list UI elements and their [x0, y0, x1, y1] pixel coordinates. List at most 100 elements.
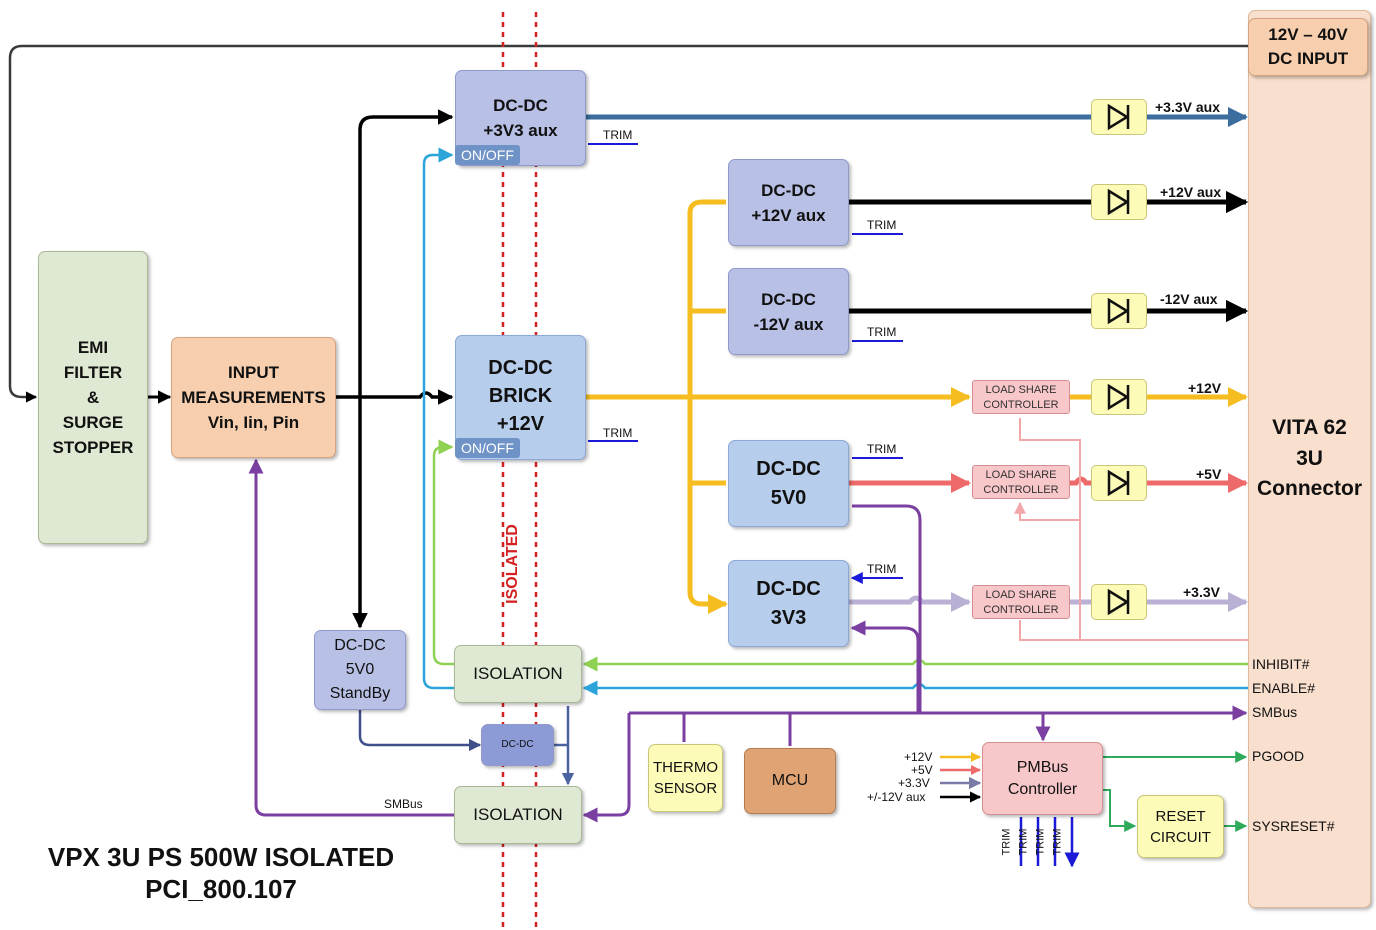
rail-3v3-a: [849, 592, 971, 612]
dcdc-3v3aux-line-2: +3V3 aux: [483, 121, 558, 140]
load-share-5v: LOAD SHARE CONTROLLER: [972, 465, 1070, 499]
thermo-line-2: SENSOR: [653, 780, 718, 797]
diode-5v: [1091, 465, 1147, 501]
pmbus-in-3v3: +3.3V: [898, 776, 930, 790]
on-off-aux: ON/OFF: [455, 145, 520, 165]
trim-arrows: [588, 143, 903, 578]
dcdc-brick-line-3: +12V: [496, 413, 545, 435]
dcdc-3v3-line-1: DC-DC: [756, 577, 821, 600]
label-3v3aux: +3.3V aux: [1155, 99, 1220, 115]
input-meas-line-1: INPUT: [228, 363, 279, 382]
dcdc-m12vaux-line-1: DC-DC: [761, 289, 816, 309]
label-3v3: +3.3V: [1183, 584, 1220, 600]
enable-to-aux: [422, 147, 454, 690]
load-share-12v-line-1: LOAD SHARE: [985, 384, 1057, 396]
mcu-block: MCU: [744, 748, 836, 814]
trim-label-5v0: TRIM: [867, 442, 897, 456]
dcdc-small-block: DC-DC: [481, 724, 554, 766]
dcdc-12vaux-line-2: +12V aux: [751, 205, 826, 225]
trim-label-brick: TRIM: [603, 426, 633, 440]
load-share-5v-line-2: CONTROLLER: [983, 484, 1059, 496]
emi-line-5: STOPPER: [52, 438, 134, 457]
pmbus-controller-block: PMBus Controller: [982, 742, 1103, 815]
thermo-sensor-block: THERMO SENSOR: [648, 744, 723, 812]
pmbus-trim-1: TRIM: [1000, 828, 1013, 856]
trim-label-aux: TRIM: [603, 128, 633, 142]
load-share-3v3-line-1: LOAD SHARE: [985, 589, 1057, 601]
emi-line-4: SURGE: [62, 413, 124, 432]
vita-line-1: VITA 62: [1272, 415, 1347, 439]
dcdc-standby-line-1: DC-DC: [334, 637, 386, 654]
smbus-taps: [682, 713, 1043, 746]
dcdc-brick-line-2: BRICK: [488, 385, 553, 407]
pmbus-in-aux: +/-12V aux: [867, 790, 926, 804]
load-share-5v-line-1: LOAD SHARE: [985, 469, 1057, 481]
footer-title: VPX 3U PS 500W ISOLATED: [47, 842, 395, 872]
dc-input-line-1: 12V – 40V: [1268, 25, 1348, 45]
vita-line-3: Connector: [1257, 477, 1362, 501]
dc-input-line-2: DC INPUT: [1267, 48, 1349, 68]
thermo-line-1: THERMO: [653, 759, 718, 776]
diode-m12vaux: [1091, 293, 1147, 329]
reset-line-2: CIRCUIT: [1150, 828, 1211, 846]
signal-sysreset: SYSRESET#: [1252, 818, 1335, 834]
smbus-left: [248, 458, 454, 817]
standby-to-dcdc: [358, 710, 482, 752]
pmbus-trim-3: TRIM: [1034, 828, 1047, 856]
pmbus-inputs: [940, 756, 980, 798]
label-m12vaux: -12V aux: [1160, 291, 1218, 307]
pmbus-line-1: PMBus: [1016, 758, 1069, 776]
pmbus-in-5v: +5V: [911, 763, 933, 777]
footer-code: PCI_800.107: [145, 874, 297, 904]
trim-label-12vaux: TRIM: [867, 218, 897, 232]
dcdc-small-label: DC-DC: [501, 739, 534, 751]
dcdc-5v0-line-1: DC-DC: [756, 457, 821, 480]
trim-label-m12vaux: TRIM: [867, 325, 897, 339]
input-meas-line-3: Vin, Iin, Pin: [207, 413, 300, 432]
input-measurements-block: INPUT MEASUREMENTS Vin, Iin, Pin: [171, 337, 336, 458]
dc-input-block: 12V – 40V DC INPUT: [1248, 18, 1368, 76]
mcu-label: MCU: [771, 771, 809, 789]
on-off-brick: ON/OFF: [455, 438, 520, 458]
input-meas-line-2: MEASUREMENTS: [181, 388, 326, 407]
emi-line-1: EMI: [77, 338, 109, 357]
pmbus-to-reset: [1103, 789, 1137, 832]
inhibit-to-brick: [432, 439, 454, 666]
smbus-5v0-3v3: [852, 504, 922, 713]
emi-line-3: &: [86, 388, 100, 407]
dcdc-m12vaux-line-2: -12V aux: [753, 314, 824, 334]
pmbus-in-12v: +12V: [904, 750, 933, 764]
pmbus-trim-4: TRIM: [1051, 828, 1064, 856]
signal-enable: ENABLE#: [1252, 680, 1316, 696]
dcdc-3v3-block: DC-DC 3V3: [728, 560, 849, 647]
load-share-12v-line-2: CONTROLLER: [983, 399, 1059, 411]
diode-3v3aux: [1091, 99, 1147, 135]
diode-3v3: [1091, 584, 1147, 620]
pmbus-trim-2: TRIM: [1017, 828, 1030, 856]
diode-12v: [1091, 379, 1147, 415]
signal-smbus: SMBus: [1252, 704, 1298, 720]
dcdc-12vaux-line-1: DC-DC: [761, 180, 816, 200]
emi-line-2: FILTER: [63, 363, 123, 382]
dcdc-standby-line-3: StandBy: [329, 685, 391, 702]
smbus-left-label: SMBus: [384, 797, 423, 811]
isolated-label: ISOLATED: [503, 524, 521, 604]
load-share-3v3-line-2: CONTROLLER: [983, 604, 1059, 616]
vita-line-2: 3U: [1296, 446, 1323, 470]
dcdc-brick-line-1: DC-DC: [488, 357, 553, 379]
meas-to-brick-line: [336, 389, 454, 405]
dc-input-line: [8, 44, 1249, 403]
isolation-top-block: ISOLATION: [454, 645, 582, 703]
vita-connector: VITA 62 3U Connector: [1248, 10, 1371, 908]
emi-filter-block: EMI FILTER & SURGE STOPPER: [38, 251, 148, 544]
meas-to-aux-line: [358, 109, 454, 397]
dcdc-12vaux-block: DC-DC +12V aux: [728, 159, 849, 246]
pmbus-line-2: Controller: [1007, 780, 1078, 798]
signal-inhibit: INHIBIT#: [1252, 656, 1310, 672]
dcdc-to-iso: [554, 706, 568, 784]
trim-label-3v3: TRIM: [867, 562, 897, 576]
label-12v: +12V: [1188, 380, 1222, 396]
rail-yellow-arrows: [712, 199, 726, 604]
dcdc-3v3aux-line-1: DC-DC: [493, 96, 548, 115]
signal-pgood: PGOOD: [1252, 748, 1305, 764]
